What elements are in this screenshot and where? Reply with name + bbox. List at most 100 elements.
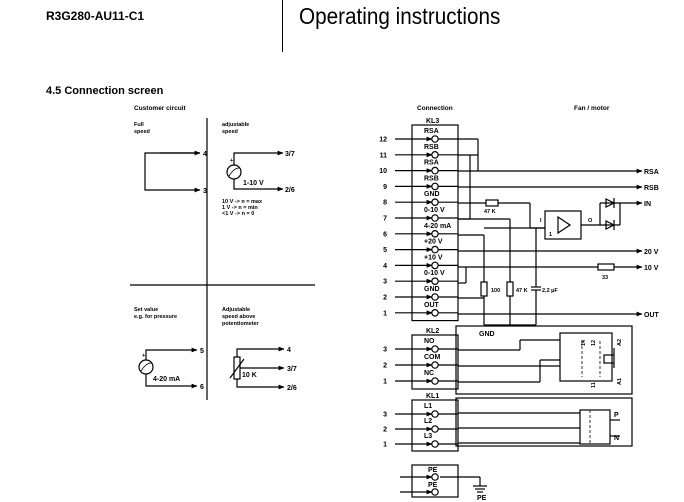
kl1-name: KL1 [426,393,439,400]
res-47k: 47 K [516,288,528,294]
amp-num-label: 1 [549,232,552,238]
potentiometer [229,346,285,390]
kl3-terminal-circle [431,151,439,159]
relay-circuit [455,325,633,395]
kl3-terminal-label: +10 V [424,254,443,261]
ground-symbol [440,476,487,493]
adj-range-label: 1-10 V [243,180,264,187]
kl1-block [411,399,459,452]
svg-text:+: + [230,158,233,164]
kl3-block [411,124,459,322]
kl1-terminal-number: 3 [383,412,387,419]
kl3-terminal-circle [431,277,439,286]
kl3-terminal-circle [431,293,439,301]
output-rsb: RSB [644,185,659,192]
note-max: 10 V -> n = max [222,199,263,205]
full-speed-label-2: speed [134,129,150,135]
kl3-terminal-circle [431,261,439,270]
kl1-terminal-label: L1 [424,403,432,410]
kl1-terminal-number: 2 [383,427,387,434]
kl3-terminal-circle [431,135,439,143]
note-min: 1 V -> n = min [222,205,258,211]
kl2-terminal-circle [431,345,439,353]
page-title: Operating instructions [299,3,501,29]
ma-pin-6: 6 [200,384,204,391]
kl3-terminal-label: RSB [424,144,439,151]
adj-speed-label-1: adjustable [222,122,249,128]
relay-pin-12: 12 [591,340,597,346]
pot-label-3: potentiometer [222,321,260,327]
amp-in-label: I [540,218,542,224]
fan-motor-header: Fan / motor [574,105,610,112]
kl3-terminal-label: 0-10 V [424,270,445,277]
pe-ground-label: PE [477,495,487,502]
kl2-terminal-label: NO [424,338,435,345]
kl2-name: KL2 [426,328,439,335]
kl3-terminal-number: 12 [379,137,387,144]
kl3-terminal-number: 7 [383,216,387,223]
kl3-terminal-label: RSA [424,128,439,135]
kl1-terminal-label: L2 [424,418,432,425]
header-divider [282,0,283,52]
gnd-label: GND [479,331,495,338]
ma-pin-5: 5 [200,348,204,355]
kl1-terminal-label: L3 [424,433,432,440]
res-47k-top: 47 K [484,209,496,215]
connection-header: Connection [417,105,453,112]
kl3-terminal-number: 10 [379,168,387,175]
kl3-name: KL3 [426,118,439,125]
kl3-terminal-label: 4-20 mA [424,223,451,230]
fan-wiring [458,138,643,326]
pot-value-label: 10 K [242,372,257,379]
kl1-terminal-circle [431,440,439,448]
svg-text:+: + [142,353,145,359]
kl3-terminal-circle [431,245,439,254]
kl3-terminal-label: GND [424,286,440,293]
output-20v: 20 V [644,249,659,256]
pe-block [411,464,459,498]
full-speed-pin-4: 4 [203,151,207,158]
kl3-terminal-label: RSA [424,160,439,167]
kl2-terminal-number: 1 [383,379,387,386]
note-zero: <1 V -> n = 0 [222,211,254,217]
current-source: + [138,347,198,389]
res-100: 100 [491,288,500,294]
kl3-terminal-label: RSB [424,175,439,182]
adj-pin-37: 3/7 [285,151,295,158]
pe-terminal-label: PE [428,482,438,489]
kl3-terminal-label: OUT [424,302,440,309]
ma-range-label: 4-20 mA [153,376,180,383]
kl2-block [411,334,459,390]
voltage-source: + [226,150,284,192]
power-p: P [614,412,619,419]
pe-terminal-circle [431,488,439,496]
kl3-terminal-circle [431,182,439,191]
kl3-terminal-circle [431,230,439,238]
full-speed-pin-3: 3 [203,188,207,195]
kl3-terminal-number: 3 [383,279,387,286]
res-33: 33 [602,275,608,281]
relay-pin-a1: A1 [617,378,623,385]
kl3-terminal-number: 8 [383,200,387,207]
kl2-terminal-circle [431,361,439,369]
power-n: N [614,435,619,442]
kl3-terminal-number: 6 [383,231,387,238]
kl2-terminal-number: 3 [383,347,387,354]
full-speed-label-1: Full [134,122,144,128]
kl3-terminal-circle [431,308,439,317]
output-rsa: RSA [644,169,659,176]
kl3-terminal-circle [431,198,439,207]
kl3-terminal-number: 1 [383,310,387,317]
setvalue-label-1: Set value [134,307,158,313]
adj-speed-label-2: speed [222,129,238,135]
kl3-terminal-number: 11 [380,152,388,159]
output-10v: 10 V [644,265,659,272]
setvalue-label-2: e.g. for pressure [134,314,177,320]
full-speed-circuit [144,150,201,193]
pot-pin-26: 2/6 [287,385,297,392]
pot-pin-4: 4 [287,347,291,354]
kl3-terminal-number: 9 [383,184,387,191]
